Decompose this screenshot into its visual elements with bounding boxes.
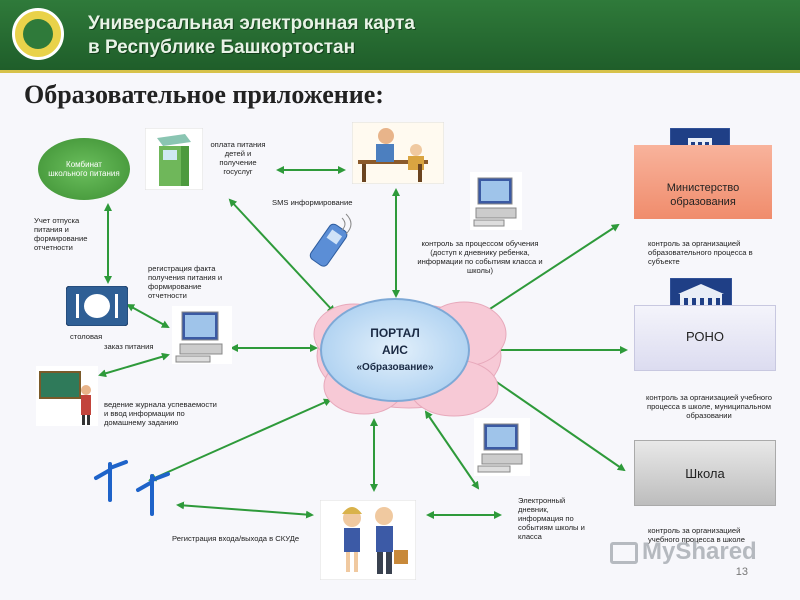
arrow-portal-dnevnik	[424, 410, 480, 490]
school-node: Школа	[634, 440, 776, 506]
portal-label-line3: «Образование»	[356, 361, 434, 373]
watermark: MyShared	[610, 538, 757, 566]
arrow-terminal-portal	[228, 198, 336, 314]
schoolchildren-picture	[320, 500, 416, 580]
header-title: Универсальная электронная карта в Респуб…	[88, 12, 415, 60]
arrow-children-turnstile	[176, 501, 314, 519]
arrow-portal-ministry	[468, 223, 620, 324]
page-title: Образовательное приложение:	[24, 80, 384, 109]
canteen-plate-icon	[66, 286, 128, 326]
teacher-board-picture	[36, 366, 98, 426]
portal-label-line1: ПОРТАЛ	[370, 325, 420, 340]
mobile-phone-icon	[309, 213, 352, 267]
ministry-label: Министерство образования	[666, 182, 740, 208]
uchet-label: Учет отпуска питания и формирование отче…	[34, 216, 88, 252]
kontrol-obuch-label: контроль за процессом обучения (доступ к…	[417, 239, 543, 275]
arrow-journal-computer	[98, 352, 170, 378]
canteen-computer-icon	[172, 306, 232, 364]
ministry-node: Министерство образования	[634, 145, 772, 219]
oplata-label: оплата питания детей и получение госуслу…	[210, 140, 266, 176]
arrow-stolovaya-computer	[126, 304, 170, 328]
rono-node: РОНО	[634, 305, 776, 371]
kontrol-munic-label: контроль за организацией учебного процес…	[646, 393, 772, 420]
republic-emblem-icon	[12, 8, 64, 60]
payment-terminal-icon	[145, 128, 203, 190]
kombinat-label: Комбинат школьного питания	[48, 160, 120, 178]
registr-pitanie-label: регистрация факта получения питания и фо…	[148, 264, 223, 300]
page-number: 13	[735, 566, 748, 578]
header-title-line1: Универсальная электронная карта	[88, 13, 415, 34]
zhurnal-label: ведение журнала успеваемости и ввод инфо…	[104, 400, 217, 427]
teacher-student-picture	[352, 122, 444, 184]
skud-label: Регистрация входа/выхода в СКУДе	[172, 534, 300, 543]
sms-label: SMS информирование	[272, 198, 353, 207]
school-label: Школа	[685, 465, 725, 481]
zakaz-label: заказ питания	[104, 342, 154, 351]
watermark-text: MyShared	[642, 538, 757, 565]
portal-node: ПОРТАЛ АИС «Образование»	[320, 298, 470, 402]
portal-label-line2: АИС	[382, 342, 408, 357]
rono-label: РОНО	[686, 328, 724, 344]
dnevnik-label: Электронный дневник, информация по событ…	[518, 496, 585, 541]
watermark-icon	[610, 541, 638, 564]
kombinat-node: Комбинат школьного питания	[38, 138, 130, 200]
turnstile-icon	[94, 460, 170, 516]
school-computer-icon	[474, 418, 530, 476]
kontrol-school-label: контроль за организацией учебного процес…	[648, 526, 745, 544]
stolovaya-label: столовая	[70, 332, 103, 341]
arrow-turnstile-portal	[148, 398, 332, 482]
header-banner: Универсальная электронная карта в Респуб…	[0, 0, 800, 73]
parent-computer-icon	[470, 172, 522, 230]
header-title-line2: в Республике Башкортостан	[88, 37, 356, 58]
kontrol-subject-label: контроль за организацией образовательног…	[648, 239, 753, 266]
